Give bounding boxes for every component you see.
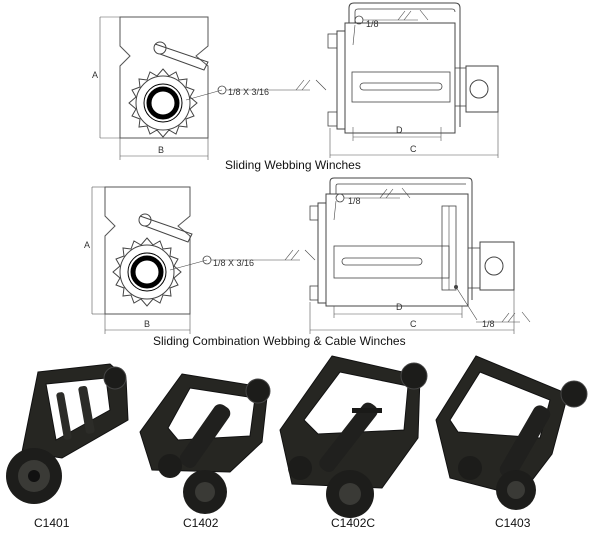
diagram2-weld-bottom: 1/8 — [482, 319, 495, 329]
diagram1-weld-top: 1/8 — [366, 19, 379, 29]
diagram2-weld-top: 1/8 — [348, 196, 361, 206]
model-c1402c: C1402C — [331, 516, 376, 530]
diagram2-side-view — [91, 186, 316, 334]
photo-c1401 — [6, 363, 129, 504]
photo-c1402 — [139, 373, 271, 514]
diagram2-front-view — [309, 177, 531, 334]
diagram1-dim-a: A — [92, 70, 98, 80]
photo-c1403 — [435, 355, 588, 510]
diagram1-dim-b: B — [158, 145, 164, 155]
model-c1401: C1401 — [34, 516, 70, 530]
diagram2-dim-b: B — [144, 319, 150, 329]
diagram1-dim-c: C — [410, 144, 417, 154]
diagram1-dim-d: D — [396, 125, 403, 135]
photo-c1402c — [279, 355, 428, 518]
model-c1403: C1403 — [495, 516, 531, 530]
diagram2-weld-gear: 1/8 X 3/16 — [213, 258, 254, 268]
diagram2-dim-c: C — [410, 319, 417, 329]
model-c1402: C1402 — [183, 516, 219, 530]
diagram1-weld-gear: 1/8 X 3/16 — [228, 87, 269, 97]
diagram1-side-view — [99, 16, 327, 160]
diagram1-front-view — [327, 2, 499, 158]
diagram2-dim-d: D — [396, 302, 403, 312]
diagram2-dim-a: A — [84, 240, 90, 250]
diagram2-caption: Sliding Combination Webbing & Cable Winc… — [153, 334, 406, 348]
diagram1-caption: Sliding Webbing Winches — [225, 158, 361, 172]
